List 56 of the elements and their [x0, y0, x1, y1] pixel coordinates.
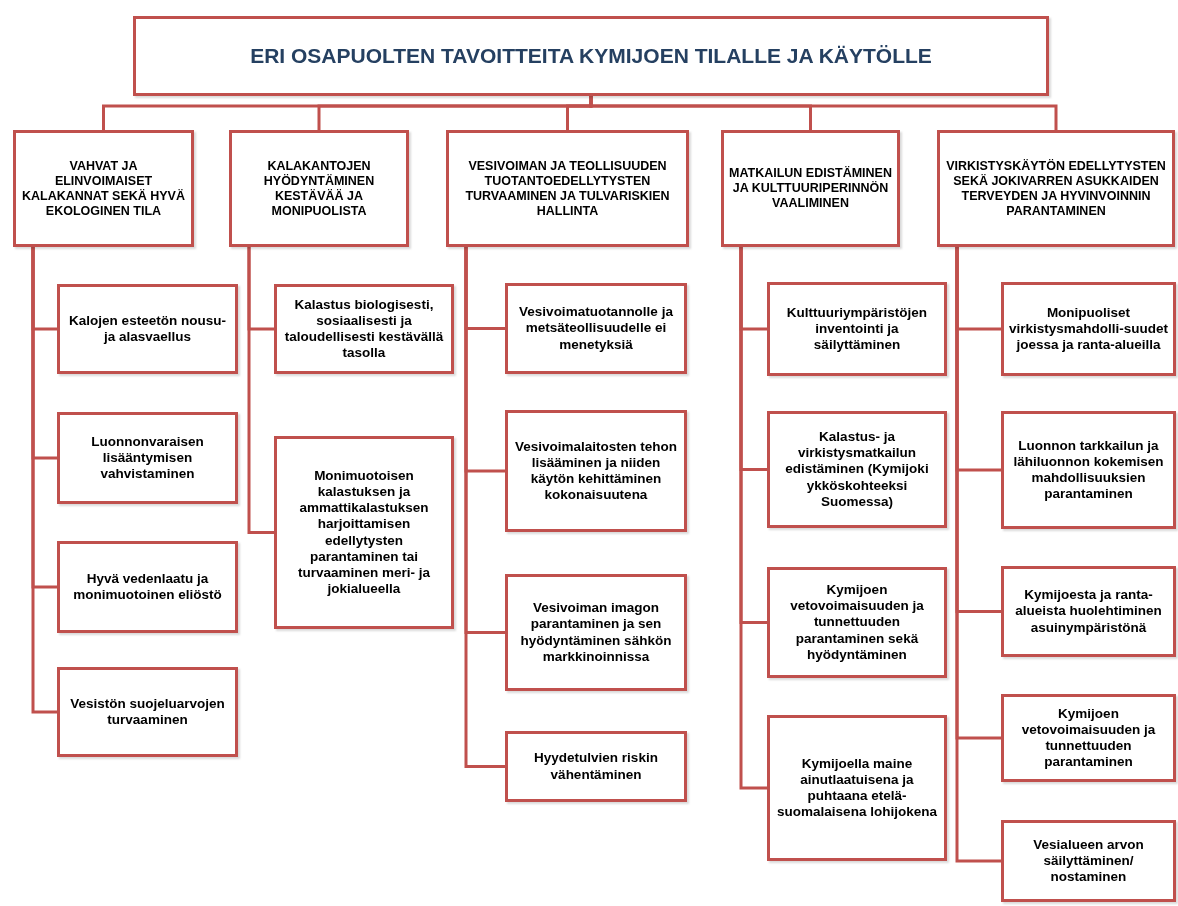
- subgoal-box: [1001, 411, 1176, 529]
- connector-line: [955, 247, 1001, 863]
- subgoal-box: [1001, 566, 1176, 657]
- goal-heading: MATKAILUN EDISTÄMINEN JA KULTTUURIPERINNÖN VAALIMINEN: [728, 166, 893, 211]
- goal-box: [229, 130, 409, 247]
- subgoal-box: [57, 541, 238, 633]
- subgoal-box: [274, 284, 454, 374]
- subgoal-box: [274, 436, 454, 629]
- subgoal-box: [505, 410, 687, 532]
- goal-box: [721, 130, 900, 247]
- goal-text: Luonnon tarkkailun ja lähiluonnon kokemisen mahdollisuuksien parantaminen: [1012, 437, 1165, 503]
- connector-line: [247, 247, 274, 534]
- connector-line: [739, 247, 767, 790]
- goal-heading: VESIVOIMAN JA TEOLLISUUDEN TUOTANTOEDELLYTYSTEN TURVAAMINEN JA TULVARISKIEN HALLINTA: [464, 158, 671, 219]
- goal-heading: KALAKANTOJEN HYÖDYNTÄMINEN KESTÄVÄÄ JA MONIPUOLISTA: [262, 158, 376, 219]
- goal-text: Kalojen esteetön nousu- ja alasvaellus: [68, 312, 227, 346]
- goal-text: Vesialueen arvon säilyttäminen/ nostaminen: [1032, 836, 1145, 886]
- goal-box: [446, 130, 689, 247]
- goal-text: Monipuoliset virkistysmahdolli-suudet joessa ja ranta-alueilla: [1008, 304, 1169, 354]
- goal-box: [13, 130, 194, 247]
- goal-text: Kymijoen vetovoimaisuuden ja tunnettuuden parantaminen: [1020, 705, 1157, 771]
- subgoal-box: [505, 283, 687, 374]
- goal-text: Kymijoella maine ainutlaatuisena ja puhtaana etelä-suomalaisena lohijokena: [776, 755, 938, 821]
- goal-heading: VIRKISTYSKÄYTÖN EDELLYTYSTEN SEKÄ JOKIVARREN ASUKKAIDEN TERVEYDEN JA HYVINVOINNIN PARANTAMINEN: [945, 158, 1167, 219]
- subgoal-box: [57, 284, 238, 374]
- subgoal-box: [767, 715, 947, 861]
- subgoal-box: [57, 412, 238, 504]
- goal-text: Vesivoimatuotannolle ja metsäteollisuudelle ei menetyksiä: [518, 304, 674, 353]
- subgoal-box: [767, 411, 947, 528]
- connector-line: [589, 96, 1058, 130]
- goal-text: Kalastus biologisesti, sosiaalisesti ja taloudellisesti kestävällä tasolla: [283, 296, 445, 362]
- goal-heading: VAHVAT JA ELINVOIMAISET KALAKANNAT SEKÄ HYVÄ EKOLOGINEN TILA: [21, 158, 186, 219]
- subgoal-box: [1001, 694, 1176, 782]
- goal-text: Vesistön suojeluarvojen turvaaminen: [69, 695, 226, 729]
- goal-text: Vesivoimalaitosten tehon lisääminen ja niiden käytön kehittäminen kokonaisuutena: [513, 438, 678, 504]
- connector-line: [464, 247, 505, 768]
- subgoal-box: [767, 567, 947, 678]
- goal-text: Monimuotoisen kalastuksen ja ammattikalastuksen harjoittamisen edellytysten parantaminen tai turvaaminen meri- ja jokialueella: [296, 467, 431, 598]
- subgoal-box: [505, 574, 687, 691]
- subgoal-box: [57, 667, 238, 757]
- goal-text: Hyydetulvien riskin vähentäminen: [533, 750, 659, 783]
- title-text: ERI OSAPUOLTEN TAVOITTEITA KYMIJOEN TILALLE JA KÄYTÖLLE: [250, 42, 932, 69]
- goal-text: Kymijoen vetovoimaisuuden ja tunnettuuden parantaminen sekä hyödyntäminen: [789, 582, 925, 663]
- connector-line: [31, 247, 57, 714]
- goal-text: Kalastus- ja virkistysmatkailun edistäminen (Kymijoki ykköskohteeksi Suomessa): [784, 429, 930, 510]
- goal-box: [937, 130, 1175, 247]
- goal-text: Kulttuuriympäristöjen inventointi ja säilyttäminen: [785, 304, 929, 354]
- subgoal-box: [767, 282, 947, 376]
- goal-text: Kymijoesta ja ranta-alueista huolehtiminen asuinympäristönä: [1014, 587, 1163, 636]
- subgoal-box: [1001, 820, 1176, 902]
- goal-text: Vesivoiman imagon parantaminen ja sen hyödyntäminen sähkön markkinoinnissa: [519, 600, 673, 665]
- title-box: [133, 16, 1049, 96]
- goal-text: Luonnonvaraisen lisääntymisen vahvistaminen: [90, 433, 205, 483]
- goal-text: Hyvä vedenlaatu ja monimuotoinen eliöstö: [72, 570, 223, 604]
- subgoal-box: [1001, 282, 1176, 376]
- subgoal-box: [505, 731, 687, 802]
